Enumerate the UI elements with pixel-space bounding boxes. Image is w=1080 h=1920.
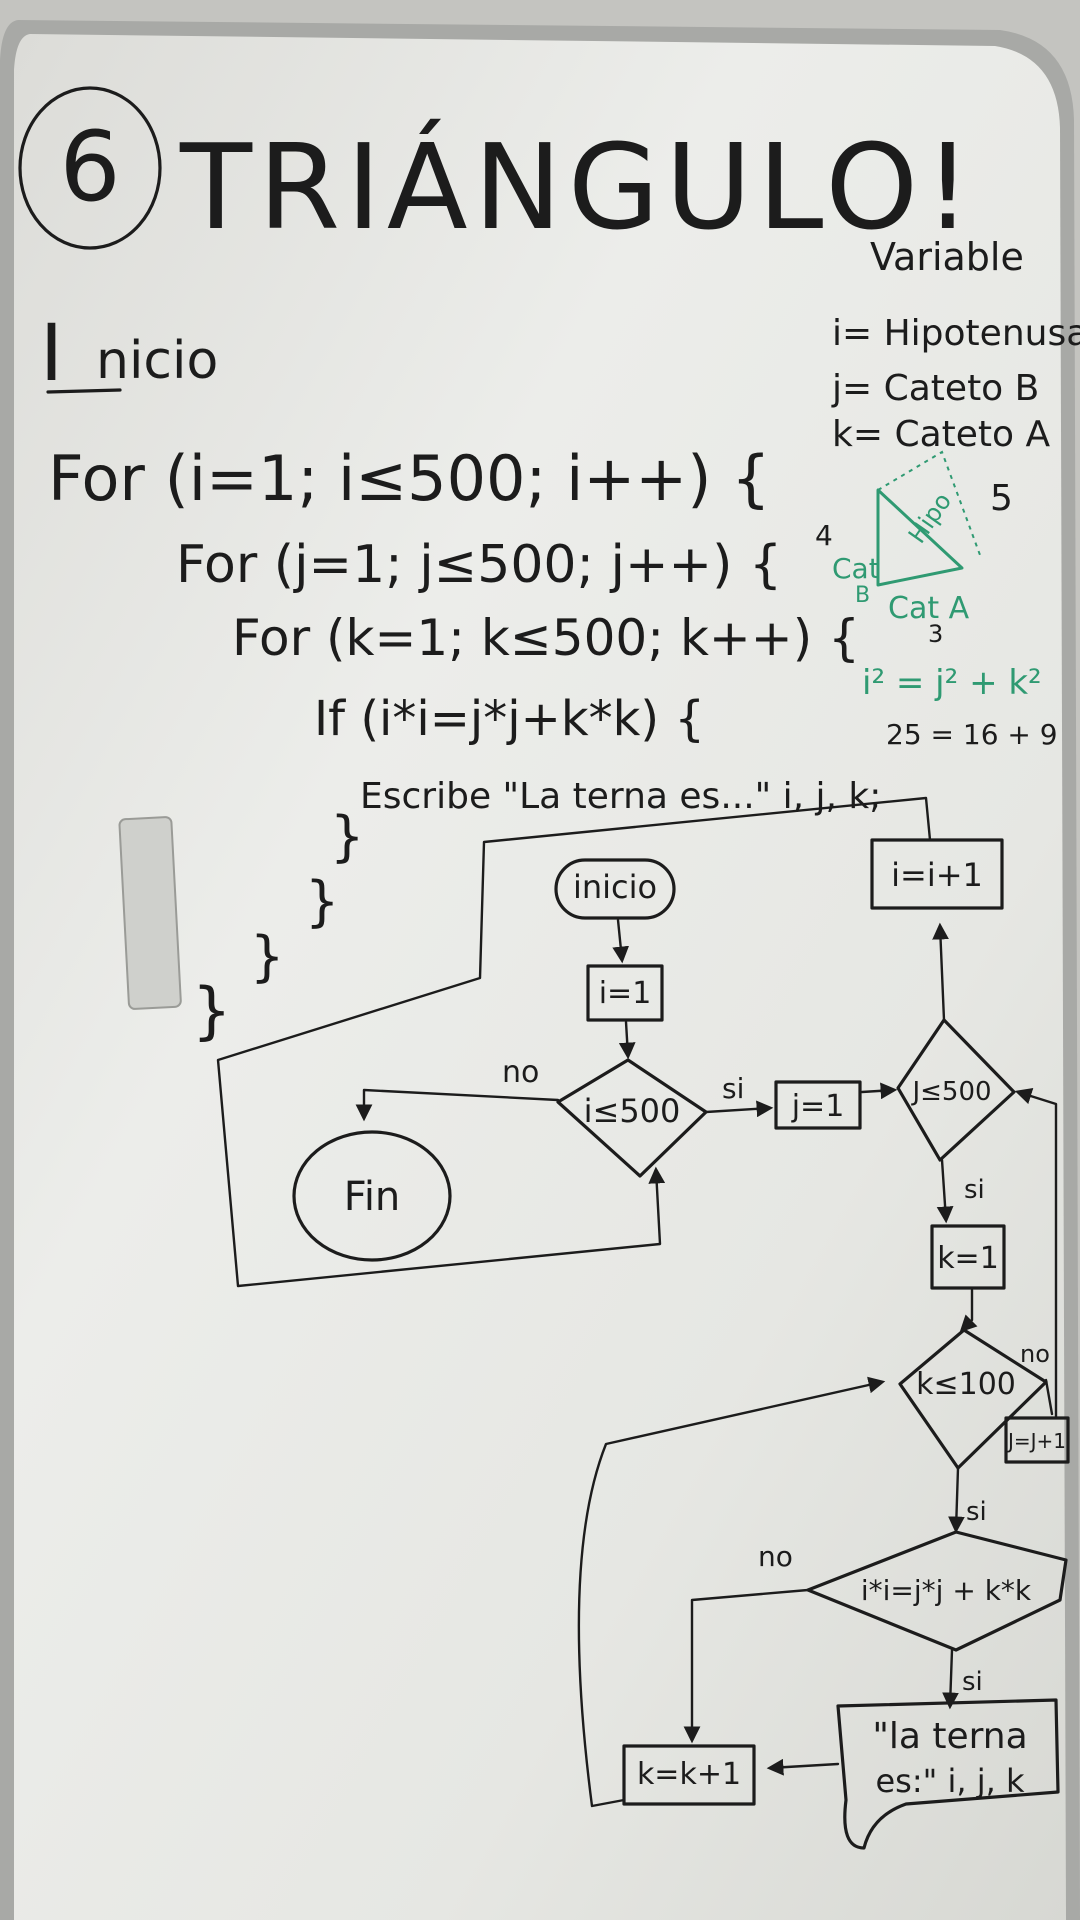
variables-heading: Variable [870, 235, 1024, 279]
side-a-value: 3 [928, 620, 943, 648]
variable-line-k: k= Cateto A [832, 414, 1051, 455]
cat-a-label: Cat A [888, 591, 970, 626]
pseudocode-line-4: If (i*i=j*j+k*k) { [314, 691, 705, 747]
flow-label-si-i: si [722, 1072, 744, 1105]
arrow-i-to-cond [618, 1020, 636, 1060]
start-underline [46, 388, 122, 394]
flow-init-i [586, 964, 664, 1022]
flow-output-line-2: es:" i, j, k [875, 1762, 1025, 1800]
pseudocode-start: nicio [96, 331, 218, 391]
flow-inc-k [622, 1744, 756, 1806]
loop-inc-j-to-cond-j [1014, 1088, 1058, 1420]
flow-inc-i-label: i=i+1 [891, 856, 983, 894]
flow-init-i-label: i=1 [599, 976, 652, 1011]
pythagoras-formula: i² = j² + k² [862, 663, 1042, 703]
flow-inc-j-label: J=J+1 [1006, 1429, 1066, 1453]
flow-cond-eq-label: i*i=j*j + k*k [861, 1574, 1032, 1607]
flow-init-k [930, 1224, 1006, 1290]
arrow-k-to-cond [959, 1288, 978, 1333]
tape-strip [118, 816, 182, 1010]
flow-init-j [774, 1080, 862, 1130]
arrow-cond-eq-no [683, 1588, 810, 1744]
flow-start-terminal [554, 858, 676, 920]
flow-cond-eq [806, 1530, 1068, 1652]
pseudocode-line-2: For (j=1; j≤500; j++) { [176, 535, 782, 595]
loop-inc-k-to-cond-k [577, 1376, 886, 1808]
pythagoras-example: 25 = 16 + 9 [886, 718, 1058, 751]
arrow-cond-eq-si [942, 1648, 959, 1710]
exercise-number: 6 [59, 111, 120, 223]
flow-start-label: inicio [573, 868, 657, 906]
flow-inc-j [1004, 1416, 1070, 1464]
flow-cond-i-label: i≤500 [584, 1092, 681, 1130]
number-circle [18, 86, 162, 250]
arrow-cond-k-no [1044, 1378, 1054, 1416]
flow-label-no-i: no [502, 1055, 539, 1090]
arrow-cond-i-si [704, 1100, 774, 1118]
flow-end-label: Fin [344, 1174, 401, 1220]
flow-label-si-eq: si [962, 1667, 983, 1697]
flow-output-line-1: "la terna [872, 1716, 1027, 1757]
flow-init-k-label: k=1 [937, 1241, 999, 1276]
side-hyp-value: 5 [990, 478, 1013, 519]
board-surface [14, 34, 1066, 1920]
flow-cond-j [896, 1018, 1016, 1162]
variable-line-j: j= Cateto B [831, 368, 1039, 409]
arrow-start-to-i [612, 918, 630, 964]
title: TRIÁNGULO! [179, 118, 977, 256]
closing-brace-1: } [192, 974, 231, 1047]
flow-inc-i [870, 838, 1004, 910]
pseudocode-line-1: For (i=1; i≤500; i++) { [48, 442, 771, 515]
flow-label-no-k: no [1020, 1340, 1050, 1368]
variable-line-i: i= Hipotenusa [832, 313, 1080, 354]
arrow-cond-j-up [932, 922, 949, 1022]
arrow-cond-j-si [936, 1158, 954, 1224]
flow-label-si-k: si [966, 1497, 987, 1527]
loop-inc-i-to-cond-i [216, 796, 932, 1288]
arrow-cond-i-no [355, 1088, 560, 1122]
closing-brace-4: } [330, 805, 364, 868]
flow-inc-k-label: k=k+1 [637, 1757, 741, 1792]
flow-cond-j-label: J≤500 [910, 1077, 991, 1107]
closing-brace-3: } [305, 870, 339, 933]
cat-b-label: Cat [832, 552, 880, 585]
flow-label-no-eq: no [758, 1540, 793, 1573]
arrow-j-to-cond [860, 1082, 898, 1100]
pseudocode-start-capital: I [40, 309, 63, 399]
side-b-value: 4 [815, 519, 833, 552]
triangle-dotted-guide [877, 450, 981, 556]
right-triangle [876, 488, 964, 587]
closing-brace-2: } [250, 925, 284, 988]
flow-cond-k-label: k≤100 [916, 1367, 1016, 1402]
arrow-cond-k-si [948, 1466, 965, 1534]
flow-cond-i [556, 1058, 708, 1178]
flow-label-si-j: si [964, 1175, 985, 1205]
cat-b-letter: B [855, 583, 870, 608]
pseudocode-line-3: For (k=1; k≤500; k++) { [232, 609, 860, 667]
flow-output [836, 1698, 1060, 1850]
flow-init-j-label: j=1 [791, 1089, 845, 1124]
flow-end-terminal [292, 1130, 452, 1262]
arrow-output-to-inc-k [766, 1758, 840, 1776]
